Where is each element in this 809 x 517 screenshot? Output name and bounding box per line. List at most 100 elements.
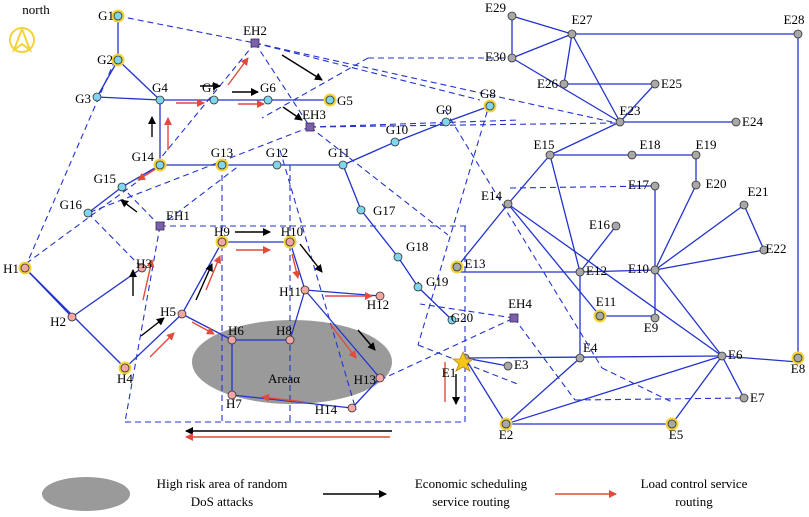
node-g10-label: G10 bbox=[386, 122, 408, 137]
legend-load-line1: Load control service bbox=[641, 476, 748, 491]
node-e15: E15 bbox=[534, 137, 555, 160]
node-g5: G5 bbox=[323, 93, 353, 108]
node-h2-label: H2 bbox=[50, 314, 66, 329]
node-e6: E6 bbox=[717, 347, 743, 362]
node-g7: G7 bbox=[202, 80, 218, 105]
load-routing bbox=[137, 57, 446, 441]
node-h2-marker bbox=[67, 312, 77, 322]
node-e7: E7 bbox=[739, 390, 765, 405]
node-e3-marker bbox=[503, 361, 513, 371]
node-h1-label: H1 bbox=[3, 261, 19, 276]
node-h6-label: H6 bbox=[228, 323, 244, 338]
node-e29-label: E29 bbox=[485, 0, 506, 15]
node-h6: H6 bbox=[227, 323, 244, 345]
node-g4-label: G4 bbox=[152, 80, 168, 95]
node-g1-marker bbox=[113, 11, 123, 21]
node-e25-label: E25 bbox=[661, 76, 682, 91]
node-h5: H5 bbox=[160, 304, 187, 319]
node-h13-label: H13 bbox=[354, 372, 376, 387]
node-g14-marker bbox=[155, 160, 165, 170]
node-e29-marker bbox=[507, 11, 517, 21]
node-e15-label: E15 bbox=[534, 137, 555, 152]
node-e8: E8 bbox=[791, 351, 805, 376]
node-e19-label: E19 bbox=[696, 137, 717, 152]
node-e4-marker bbox=[575, 353, 585, 363]
legend: High risk area of random DoS attacks Eco… bbox=[42, 476, 748, 511]
node-h3-label: H3 bbox=[136, 256, 152, 271]
node-g1-label: G1 bbox=[98, 8, 114, 23]
node-e28: E28 bbox=[784, 12, 805, 39]
node-g13-marker bbox=[217, 160, 227, 170]
node-h9: H9 bbox=[214, 224, 230, 249]
node-e12-label: E12 bbox=[586, 263, 607, 278]
node-e10-label: E10 bbox=[628, 261, 649, 276]
node-h14: H14 bbox=[315, 402, 357, 417]
node-e8-label: E8 bbox=[791, 361, 805, 376]
node-h11: H11 bbox=[279, 284, 310, 299]
node-h4: H4 bbox=[117, 361, 133, 386]
node-h13: H13 bbox=[354, 372, 385, 387]
node-g6: G6 bbox=[260, 80, 276, 105]
node-h12: H12 bbox=[367, 291, 389, 312]
node-e18: E18 bbox=[627, 137, 660, 160]
node-e26-marker bbox=[559, 79, 569, 89]
node-e9-label: E9 bbox=[644, 320, 658, 335]
node-e11: E11 bbox=[593, 294, 616, 323]
legend-risk-line1: High risk area of random bbox=[157, 476, 288, 491]
node-e25-marker bbox=[650, 79, 660, 89]
node-g18-label: G18 bbox=[406, 239, 428, 254]
solid-links bbox=[24, 15, 799, 425]
node-g9-marker bbox=[441, 117, 451, 127]
node-g17: G17 bbox=[356, 203, 396, 218]
node-e3: E3 bbox=[503, 357, 528, 372]
node-g19: G19 bbox=[413, 274, 448, 292]
node-h11-marker bbox=[300, 285, 310, 295]
node-e20: E20 bbox=[691, 176, 726, 191]
legend-risk-swatch bbox=[42, 477, 130, 511]
edge-server-eh3: EH3 bbox=[302, 107, 326, 132]
node-h7-label: H7 bbox=[226, 396, 242, 411]
node-e23-marker bbox=[615, 117, 625, 127]
node-g16: G16 bbox=[60, 197, 93, 218]
area-label: Areaα bbox=[268, 371, 300, 386]
node-g9-label: G9 bbox=[436, 102, 452, 117]
node-e19-marker bbox=[691, 150, 701, 160]
edge-server-eh4: EH4 bbox=[508, 296, 532, 323]
node-e28-marker bbox=[793, 29, 803, 39]
node-e2-marker bbox=[501, 419, 511, 429]
node-e17-label: E17 bbox=[628, 177, 649, 192]
north-arrow-icon: north bbox=[9, 2, 50, 53]
node-g19-marker bbox=[413, 282, 423, 292]
node-g15-label: G15 bbox=[94, 171, 116, 186]
node-g13: G13 bbox=[211, 145, 233, 172]
node-e28-label: E28 bbox=[784, 12, 805, 27]
node-e4: E4 bbox=[575, 340, 598, 363]
node-g8-label: G8 bbox=[480, 86, 496, 101]
node-g17-marker bbox=[356, 205, 366, 215]
node-e3-label: E3 bbox=[514, 357, 528, 372]
node-e10: E10 bbox=[628, 261, 660, 276]
node-h7: H7 bbox=[226, 390, 242, 411]
node-g2: G2 bbox=[97, 52, 125, 67]
node-h4-label: H4 bbox=[117, 371, 133, 386]
node-g3-label: G3 bbox=[75, 91, 91, 106]
node-e30-marker bbox=[507, 53, 517, 63]
edge-server-eh4-marker bbox=[509, 313, 519, 323]
node-e23: E23 bbox=[615, 103, 640, 127]
node-g8: G8 bbox=[480, 86, 497, 113]
node-g20-marker bbox=[447, 315, 457, 325]
edge-server-eh2-marker bbox=[250, 38, 260, 48]
node-g17-label: G17 bbox=[373, 203, 396, 218]
node-e14-label: E14 bbox=[481, 188, 502, 203]
node-g19-label: G19 bbox=[426, 274, 448, 289]
node-g1: G1 bbox=[98, 8, 125, 23]
node-e13: E13 bbox=[450, 256, 485, 274]
node-g11-marker bbox=[338, 160, 348, 170]
node-g18-marker bbox=[393, 252, 403, 262]
node-h11-label: H11 bbox=[279, 284, 301, 299]
node-h10-marker bbox=[285, 237, 295, 247]
node-e18-marker bbox=[627, 150, 637, 160]
node-e20-marker bbox=[691, 180, 701, 190]
node-h1: H1 bbox=[3, 261, 32, 276]
